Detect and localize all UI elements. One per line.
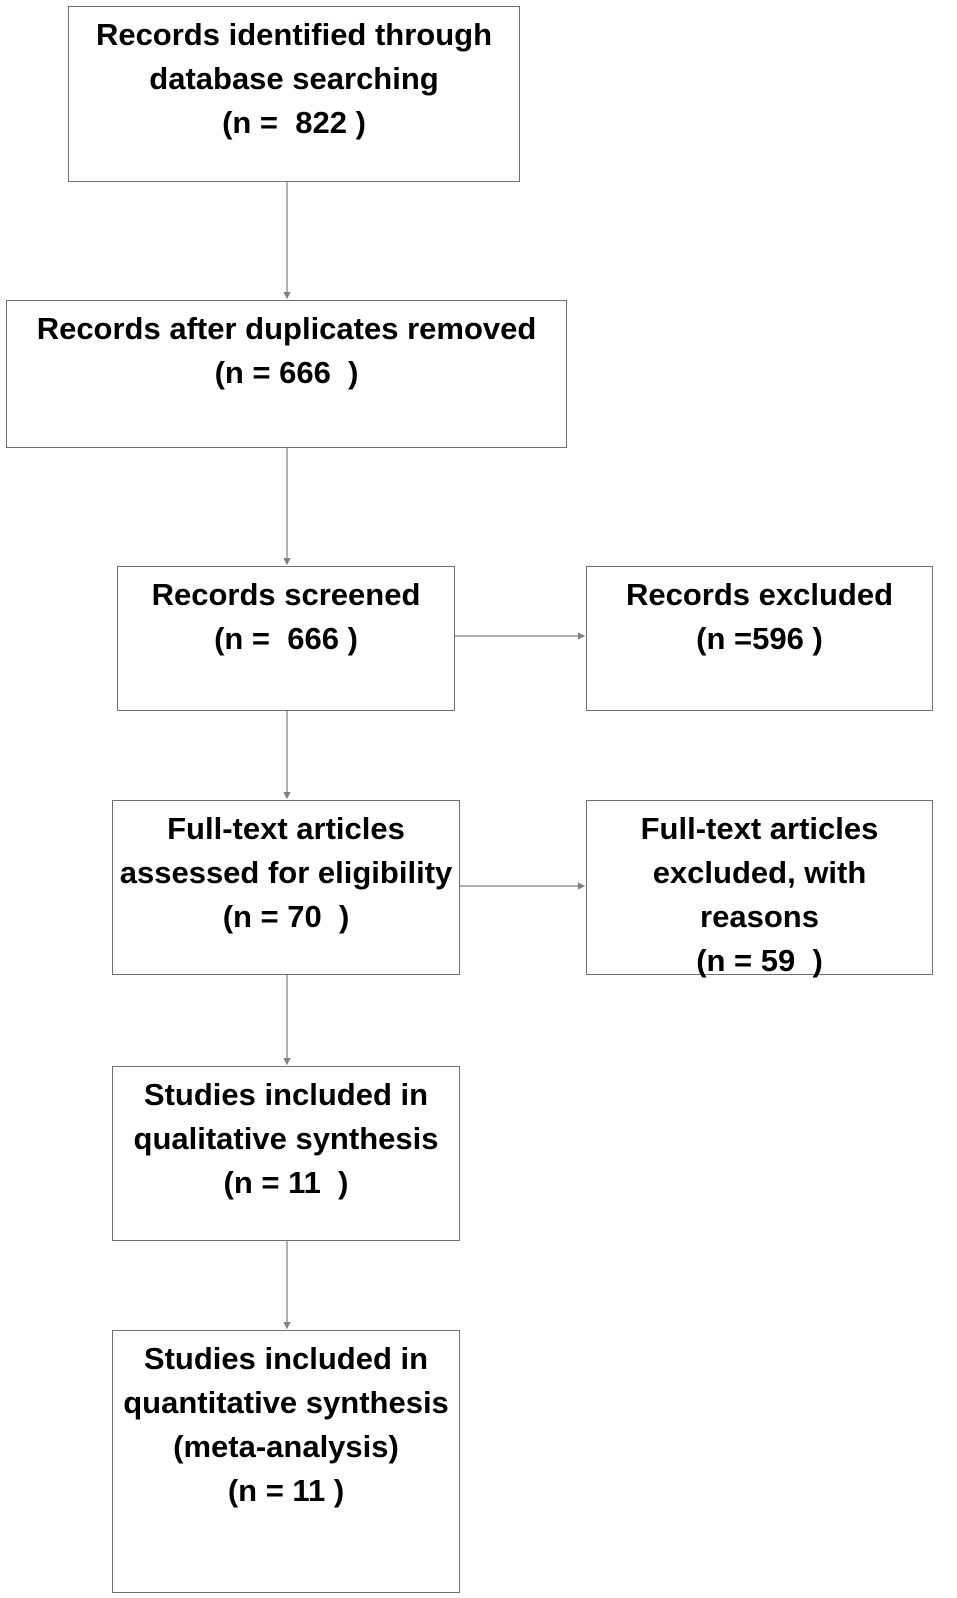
qualitative-synthesis-line-1: Studies included in xyxy=(143,1077,429,1112)
records-screened-label: Records screened xyxy=(151,577,421,612)
records-identified-box: Records identified through database sear… xyxy=(68,6,520,182)
fulltext-assessed-line-2: assessed for eligibility xyxy=(119,855,453,890)
records-excluded-count: (n =596 ) xyxy=(696,621,823,656)
fulltext-excluded-box: Full-text articles excluded, with reason… xyxy=(586,800,933,978)
records-excluded-label: Records excluded xyxy=(625,577,894,612)
records-identified-count: (n = 822 ) xyxy=(222,105,366,140)
records-excluded-box: Records excluded (n =596 ) xyxy=(586,566,933,711)
records-after-duplicates-box: Records after duplicates removed (n = 66… xyxy=(6,300,567,448)
records-identified-line-1: Records identified through xyxy=(95,17,493,52)
fulltext-assessed-box: Full-text articles assessed for eligibil… xyxy=(112,800,460,975)
qualitative-synthesis-count: (n = 11 ) xyxy=(223,1165,349,1200)
fulltext-excluded-line-1: Full-text articles xyxy=(640,811,879,846)
quantitative-synthesis-line-2: quantitative synthesis xyxy=(123,1385,449,1420)
quantitative-synthesis-count: (n = 11 ) xyxy=(227,1473,345,1508)
qualitative-synthesis-line-2: qualitative synthesis xyxy=(133,1121,439,1156)
records-screened-box: Records screened (n = 666 ) xyxy=(117,566,455,711)
fulltext-excluded-count: (n = 59 ) xyxy=(696,943,823,978)
quantitative-synthesis-line-3: (meta-analysis) xyxy=(173,1429,399,1464)
quantitative-synthesis-box: Studies included in quantitative synthes… xyxy=(112,1330,460,1593)
records-screened-count: (n = 666 ) xyxy=(214,621,358,656)
records-after-duplicates-label: Records after duplicates removed xyxy=(36,311,537,346)
records-after-duplicates-count: (n = 666 ) xyxy=(214,355,359,390)
fulltext-excluded-line-2: excluded, with xyxy=(652,855,867,890)
fulltext-excluded-line-3: reasons xyxy=(700,899,819,934)
qualitative-synthesis-box: Studies included in qualitative synthesi… xyxy=(112,1066,460,1241)
fulltext-assessed-count: (n = 70 ) xyxy=(222,899,350,934)
records-identified-line-2: database searching xyxy=(149,61,439,96)
fulltext-assessed-line-1: Full-text articles xyxy=(167,811,405,846)
quantitative-synthesis-line-1: Studies included in xyxy=(143,1341,429,1376)
